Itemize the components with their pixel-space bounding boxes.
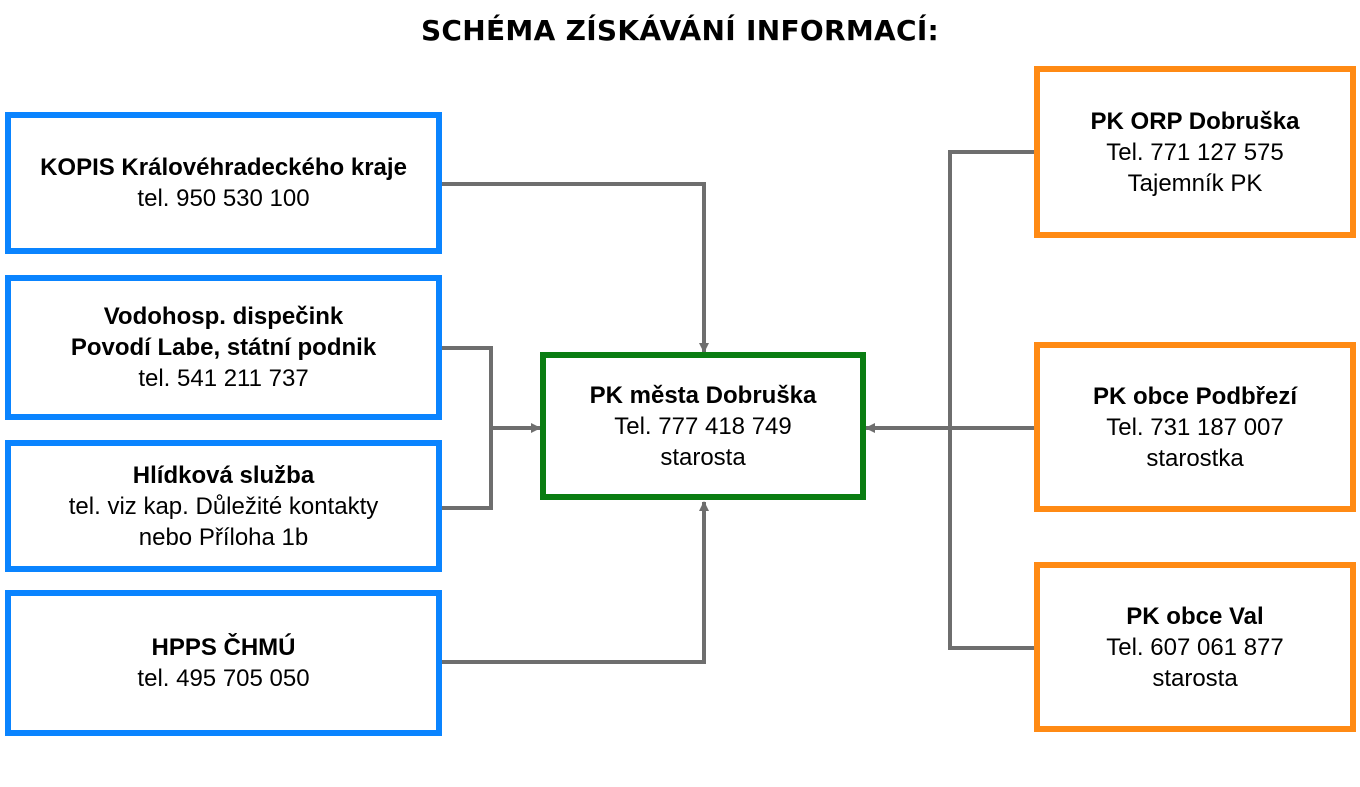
source-note: nebo Příloha 1b (138, 523, 309, 551)
municipal-box-orp: PK ORP Dobruška Tel. 771 127 575 Tajemní… (1034, 66, 1356, 238)
source-box-kopis: KOPIS Královéhradeckého kraje tel. 950 5… (5, 112, 442, 254)
center-phone: Tel. 777 418 749 (614, 412, 792, 440)
source-phone: tel. 495 705 050 (137, 665, 310, 692)
source-name-line2: Povodí Labe, státní podnik (70, 334, 377, 361)
source-box-vodohosp: Vodohosp. dispečink Povodí Labe, státní … (5, 275, 442, 420)
source-name: KOPIS Královéhradeckého kraje (40, 154, 407, 181)
municipal-name: PK obce Podbřezí (1092, 382, 1298, 410)
connector-vodohosp-merge (441, 346, 493, 510)
connector-municipal-bus (948, 150, 1036, 650)
municipal-box-val: PK obce Val Tel. 607 061 877 starosta (1034, 562, 1356, 732)
source-name: HPPS ČHMÚ (151, 634, 296, 661)
center-box: PK města Dobruška Tel. 777 418 749 staro… (540, 352, 866, 500)
municipal-phone: Tel. 607 061 877 (1106, 633, 1284, 661)
source-phone: tel. 541 211 737 (138, 365, 309, 392)
diagram-title: SCHÉMA ZÍSKÁVÁNÍ INFORMACÍ: (420, 14, 940, 47)
source-box-hpps: HPPS ČHMÚ tel. 495 705 050 (5, 590, 442, 736)
center-name: PK města Dobruška (589, 381, 817, 409)
municipal-role: starostka (1146, 444, 1244, 472)
source-phone: tel. 950 530 100 (137, 185, 310, 212)
municipal-name: PK ORP Dobruška (1090, 107, 1300, 135)
source-name: Vodohosp. dispečink (103, 303, 344, 330)
center-role: starosta (660, 443, 746, 471)
connector-kopis-to-center (441, 182, 709, 353)
source-phone: tel. viz kap. Důležité kontakty (68, 492, 379, 520)
source-name: Hlídková služba (132, 461, 315, 489)
municipal-role: Tajemník PK (1127, 169, 1263, 197)
municipal-box-podbrezi: PK obce Podbřezí Tel. 731 187 007 staros… (1034, 342, 1356, 512)
municipal-name: PK obce Val (1126, 602, 1264, 630)
municipal-role: starosta (1152, 664, 1238, 692)
municipal-phone: Tel. 771 127 575 (1106, 138, 1284, 166)
source-box-hlidkova: Hlídková služba tel. viz kap. Důležité k… (5, 440, 442, 572)
municipal-phone: Tel. 731 187 007 (1106, 413, 1284, 441)
connector-hpps-to-center (441, 501, 709, 664)
